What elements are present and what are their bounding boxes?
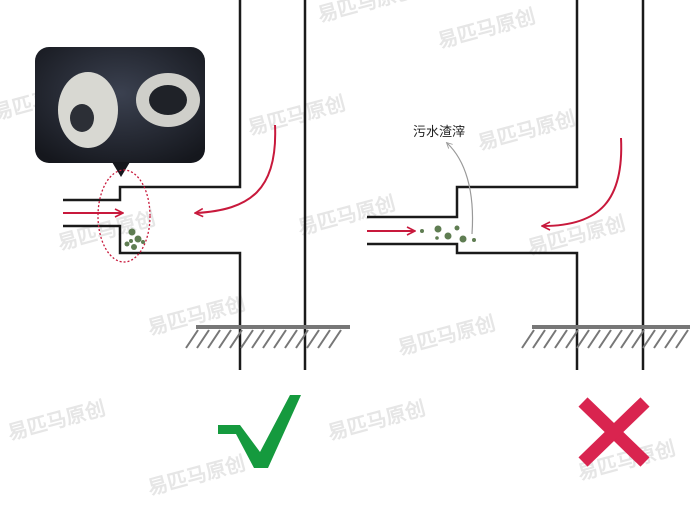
hatch-line bbox=[675, 329, 689, 349]
check-mark-icon bbox=[218, 395, 301, 468]
watermark: 易匹马原创 bbox=[295, 191, 398, 240]
hatch-line bbox=[306, 329, 320, 349]
hatch-line bbox=[587, 329, 601, 349]
hatch-line bbox=[207, 329, 221, 349]
highlight-circle bbox=[97, 169, 151, 263]
debris-pointer-arrow bbox=[447, 143, 474, 235]
hatch-line bbox=[262, 329, 276, 349]
watermark: 易匹马原创 bbox=[395, 311, 498, 360]
cross-mark-icon bbox=[578, 397, 650, 467]
debris bbox=[124, 228, 145, 250]
hatch-line bbox=[543, 329, 557, 349]
hatch-line bbox=[317, 329, 331, 349]
debris-label: 污水渣滓 bbox=[413, 124, 465, 140]
hatch-line bbox=[196, 329, 210, 349]
flow-arrow bbox=[543, 137, 623, 226]
watermark: 易匹马原创 bbox=[145, 451, 248, 500]
ground-hatch bbox=[521, 329, 689, 349]
hatch-line bbox=[609, 329, 623, 349]
hatch-line bbox=[521, 329, 535, 349]
watermark: 易匹马原创 bbox=[315, 0, 418, 27]
hatch-line bbox=[229, 329, 243, 349]
correct-installation bbox=[63, 0, 307, 370]
hatch-line bbox=[218, 329, 232, 349]
hatch-line bbox=[653, 329, 667, 349]
hatch-line bbox=[328, 329, 342, 349]
hatch-line bbox=[631, 329, 645, 349]
hatch-line bbox=[240, 329, 254, 349]
hatch-line bbox=[532, 329, 546, 349]
hatch-line bbox=[295, 329, 309, 349]
fitting-photo-callout bbox=[35, 47, 205, 177]
watermark: 易匹马原创 bbox=[245, 91, 348, 140]
wrong-installation bbox=[367, 0, 645, 370]
watermark: 易匹马原创 bbox=[435, 4, 538, 53]
debris bbox=[420, 225, 476, 243]
hatch-line bbox=[273, 329, 287, 349]
watermark: 易匹马原创 bbox=[5, 396, 108, 445]
hatch-line bbox=[565, 329, 579, 349]
hatch-line bbox=[598, 329, 612, 349]
flow-arrow bbox=[196, 124, 277, 213]
hatch-line bbox=[185, 329, 199, 349]
hatch-line bbox=[554, 329, 568, 349]
hatch-line bbox=[251, 329, 265, 349]
hatch-line bbox=[664, 329, 678, 349]
ground-hatch bbox=[185, 329, 342, 349]
hatch-line bbox=[642, 329, 656, 349]
watermark: 易匹马原创 bbox=[475, 106, 578, 155]
watermark: 易匹马原创 bbox=[325, 396, 428, 445]
hatch-line bbox=[284, 329, 298, 349]
hatch-line bbox=[576, 329, 590, 349]
hatch-line bbox=[620, 329, 634, 349]
